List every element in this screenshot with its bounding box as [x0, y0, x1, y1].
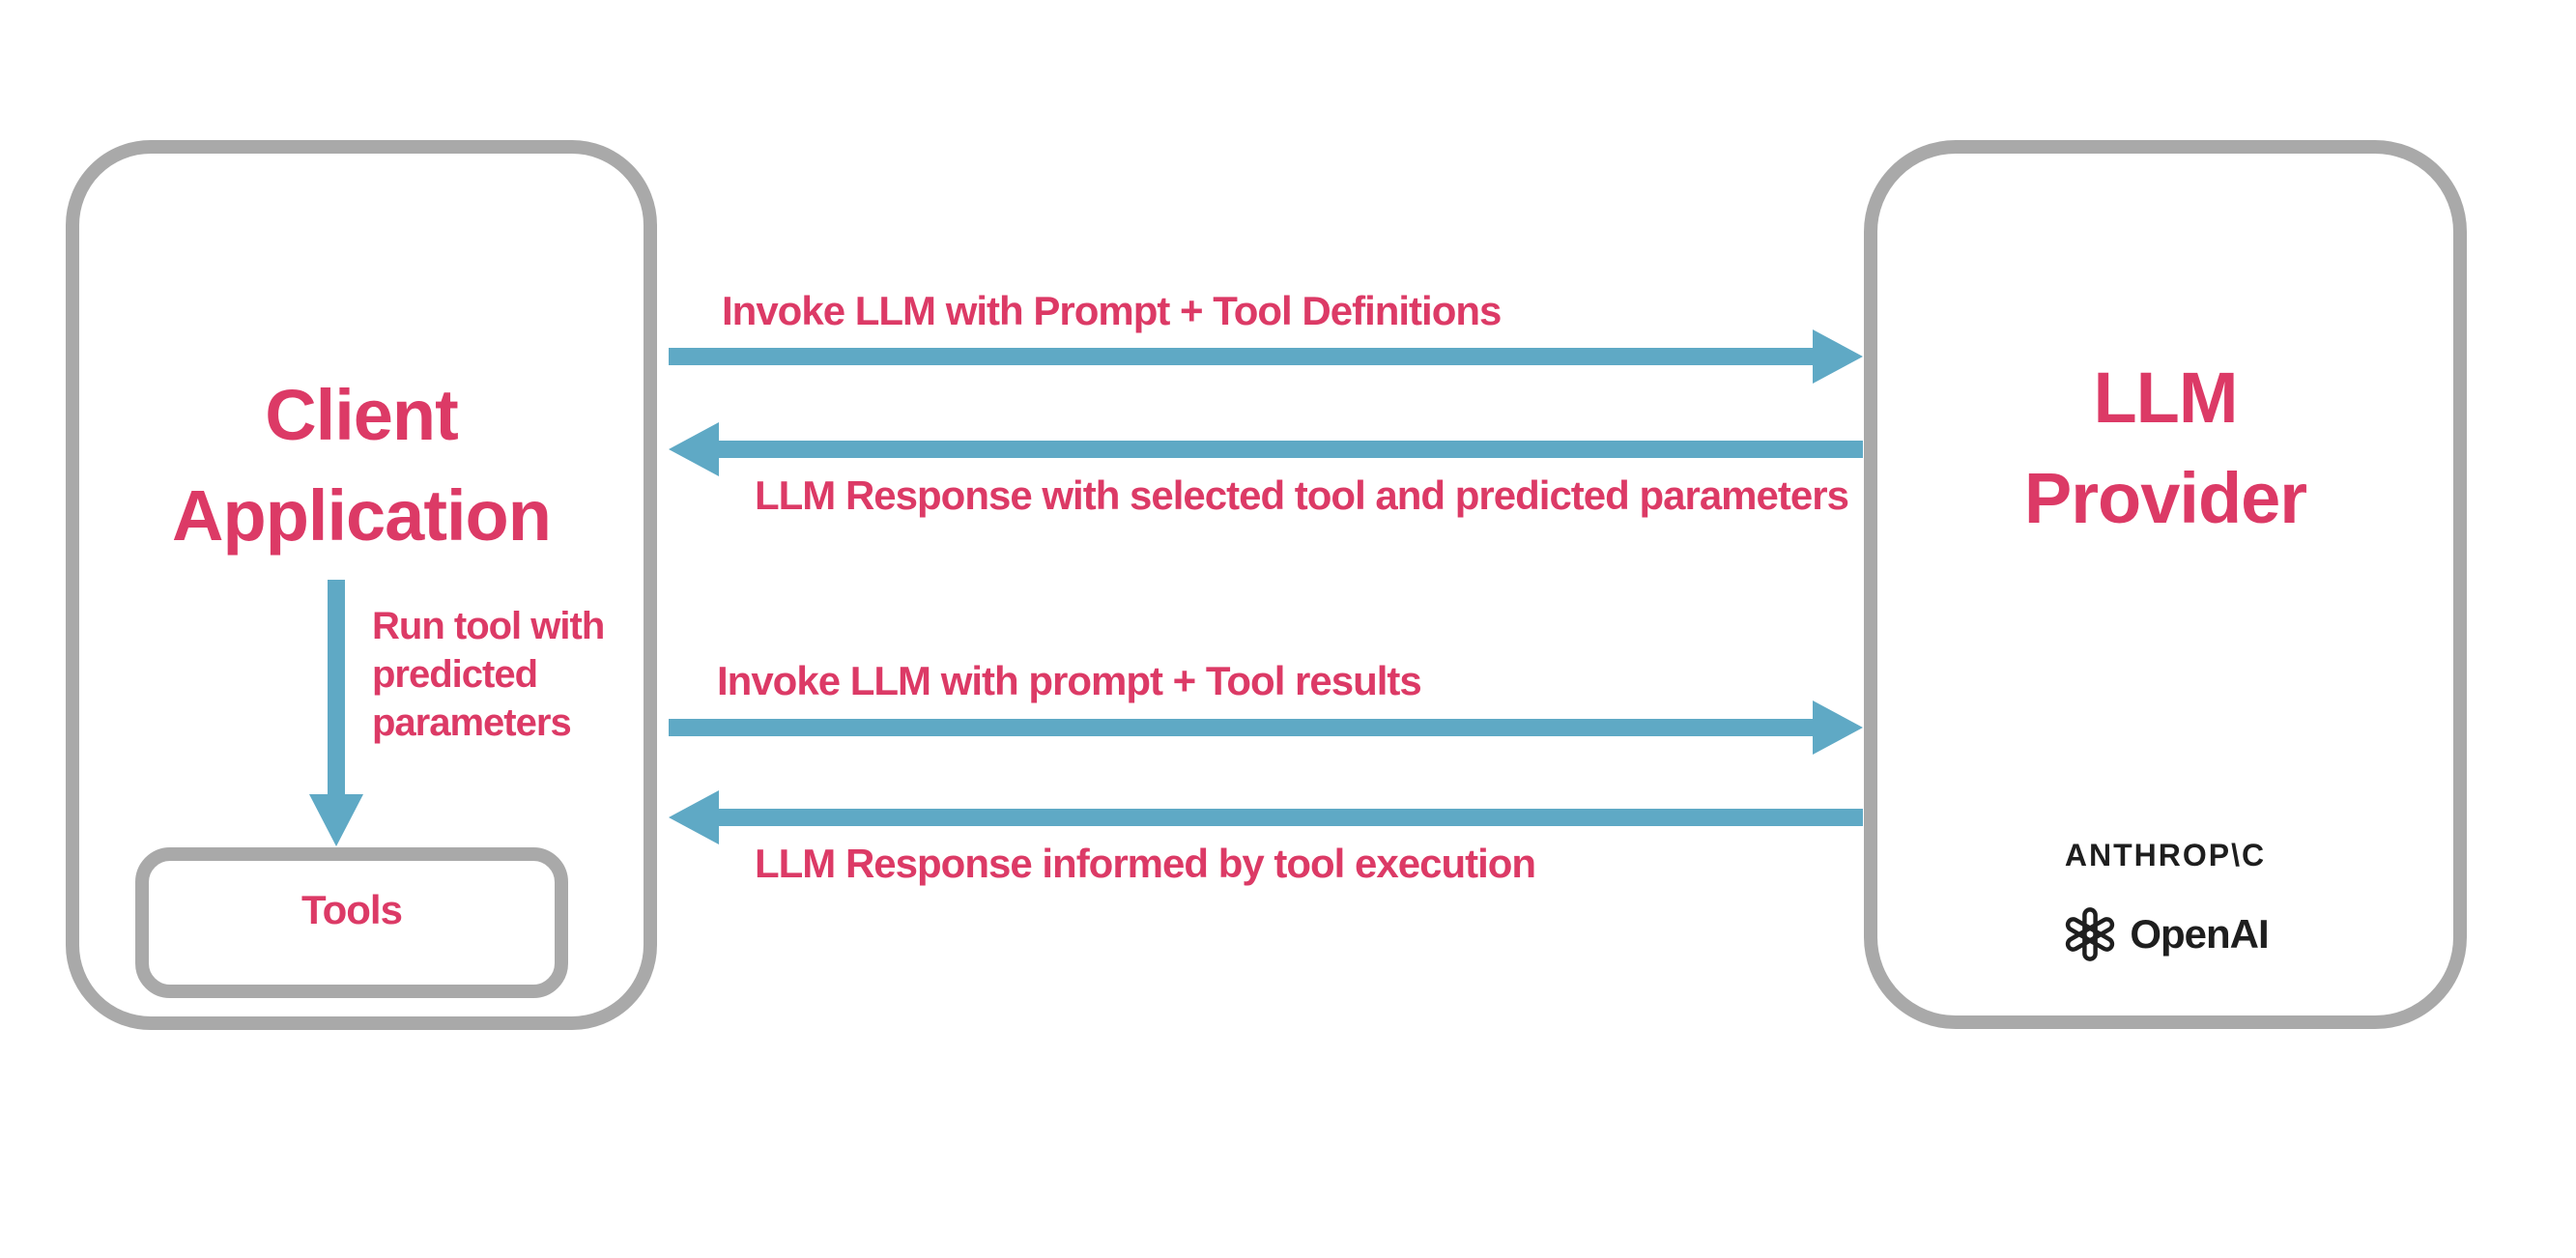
client-title-line-2: Application [172, 475, 552, 556]
arrow-shaft [718, 441, 1863, 458]
message-label-response-informed: LLM Response informed by tool execution [755, 841, 1536, 886]
tools-box: Tools [135, 847, 568, 998]
provider-title-line-2: Provider [2023, 458, 2307, 538]
message-label-invoke-with-definitions: Invoke LLM with Prompt + Tool Definition… [722, 288, 1502, 333]
run-tool-arrow-shaft [328, 580, 345, 795]
openai-logo-icon [2066, 907, 2115, 961]
arrow-left-icon [669, 422, 719, 476]
arrow-shaft [718, 809, 1863, 826]
openai-logo-row: OpenAI [1877, 905, 2453, 963]
arrow-left-response-informed [669, 790, 1863, 844]
client-application-title: Client Application [79, 365, 644, 566]
arrow-right-invoke-results [669, 700, 1863, 755]
run-tool-label: Run tool with predicted parameters [372, 605, 605, 744]
arrow-right-invoke-definitions [669, 329, 1863, 384]
llm-provider-title: LLM Provider [1877, 348, 2453, 549]
arrow-left-icon [669, 790, 719, 844]
provider-title-line-1: LLM [2093, 357, 2238, 438]
arrow-left-response-selected-tool [669, 422, 1863, 476]
anthropic-logo: ANTHROP\C [2064, 838, 2267, 872]
client-application-box: Client Application Run tool with predict… [66, 140, 657, 1030]
run-tool-arrow [309, 580, 363, 846]
arrow-down-icon [309, 794, 363, 846]
arrow-shaft [669, 348, 1814, 365]
arrow-shaft [669, 719, 1814, 736]
message-label-invoke-with-results: Invoke LLM with prompt + Tool results [717, 658, 1422, 703]
llm-provider-box: LLM Provider ANTHROP\C OpenAI [1864, 140, 2467, 1029]
message-label-response-selected-tool: LLM Response with selected tool and pred… [755, 472, 1849, 518]
openai-wordmark: OpenAI [2130, 911, 2269, 957]
tools-label: Tools [301, 887, 403, 932]
client-title-line-1: Client [265, 375, 459, 455]
arrow-right-icon [1813, 329, 1863, 384]
arrow-right-icon [1813, 700, 1863, 755]
